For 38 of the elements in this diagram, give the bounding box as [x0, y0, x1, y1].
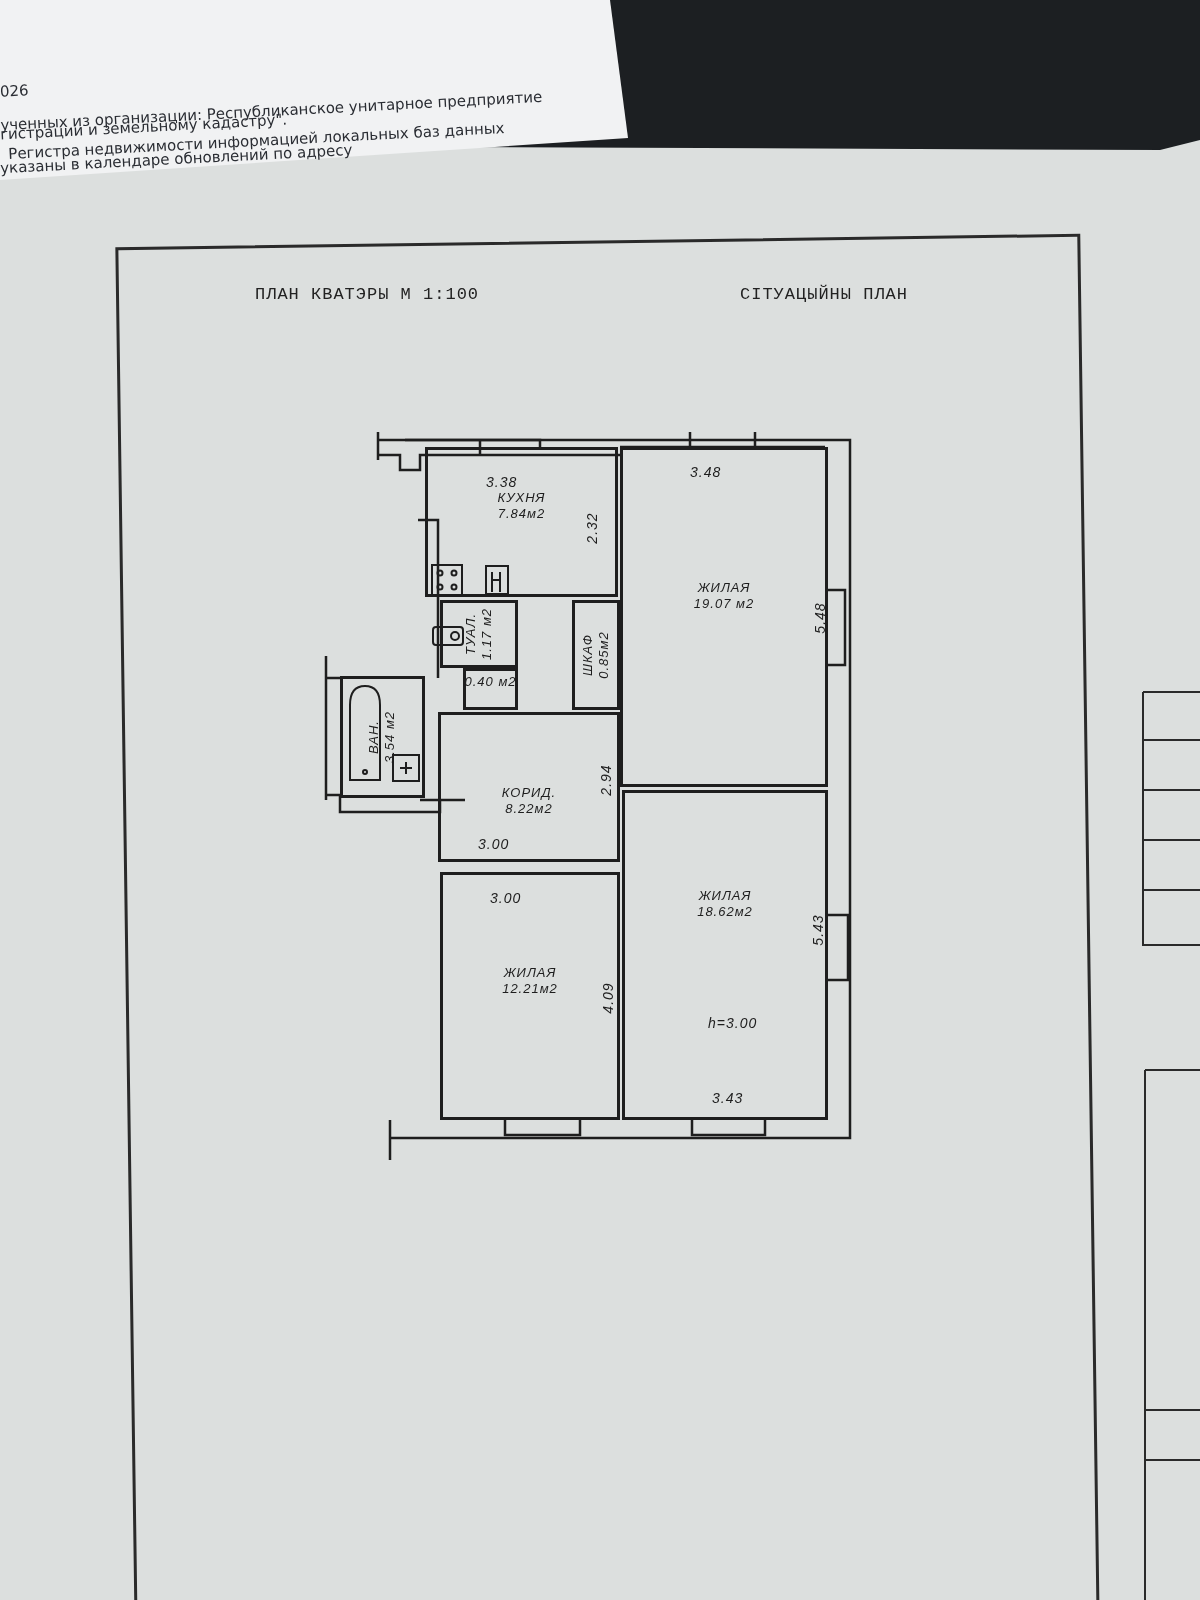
room-area: 0.85м2	[596, 631, 612, 679]
dimension-text: 2.94	[597, 764, 614, 796]
room-area: 18.62м2	[697, 904, 753, 920]
room-outline	[622, 790, 828, 1120]
dimension-text: 3.43	[712, 1090, 744, 1106]
dimension-text: 3.00	[478, 836, 510, 852]
room-area: 7.84м2	[497, 506, 546, 522]
room-outline	[340, 676, 425, 798]
room-name: ВАН.	[366, 720, 383, 754]
dimension-text: 5.43	[809, 914, 826, 946]
document-text: 026	[0, 81, 30, 101]
room-outline	[440, 872, 620, 1120]
room-name: ШКАФ	[580, 634, 596, 677]
room-outline	[425, 447, 618, 597]
room-outline	[572, 600, 620, 710]
plan-title: ПЛАН КВАТЭРЫ М 1:100	[255, 285, 480, 304]
dimension-text: 5.48	[811, 602, 828, 634]
room-name: КУХНЯ	[497, 490, 546, 506]
room-name: ТУАЛ.	[463, 613, 479, 655]
room-name: ЖИЛАЯ	[697, 580, 751, 596]
dimension-text: 3.38	[486, 474, 518, 490]
room-name: ЖИЛАЯ	[503, 965, 557, 981]
dimension-text: 3.00	[490, 890, 522, 906]
room-area: 8.22м2	[505, 801, 553, 817]
dimension-text: 4.09	[599, 982, 616, 1014]
dimension-text: 3.48	[690, 464, 722, 480]
room-outline	[438, 712, 620, 862]
room-outline	[463, 668, 518, 710]
room-area: 1.17 м2	[479, 607, 495, 661]
room-name: ЖИЛАЯ	[698, 888, 752, 904]
dimension-text: 2.32	[583, 512, 600, 544]
room-name: КОРИД.	[501, 785, 557, 801]
room-area: 12.21м2	[502, 981, 558, 997]
plan-heading: СІТУАЦЫЙНЫ ПЛАН	[740, 285, 909, 304]
room-outline	[620, 447, 828, 787]
room-outline	[440, 600, 518, 668]
room-area: 19.07 м2	[693, 596, 755, 612]
ceiling-height-text: h=3.00	[708, 1015, 758, 1031]
